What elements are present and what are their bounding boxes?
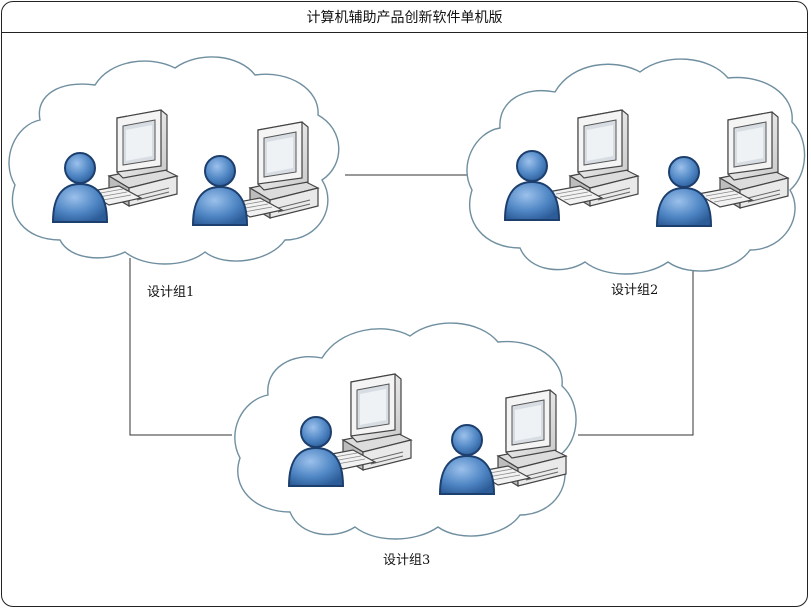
group-label-2: 设计组2 (611, 283, 659, 298)
group-label-3: 设计组3 (383, 553, 431, 568)
diagram-title: 计算机辅助产品创新软件单机版 (2, 2, 807, 33)
connector-group1-group3 (129, 258, 232, 436)
group-label-1: 设计组1 (147, 285, 195, 300)
connector-group2-group3 (578, 268, 694, 436)
